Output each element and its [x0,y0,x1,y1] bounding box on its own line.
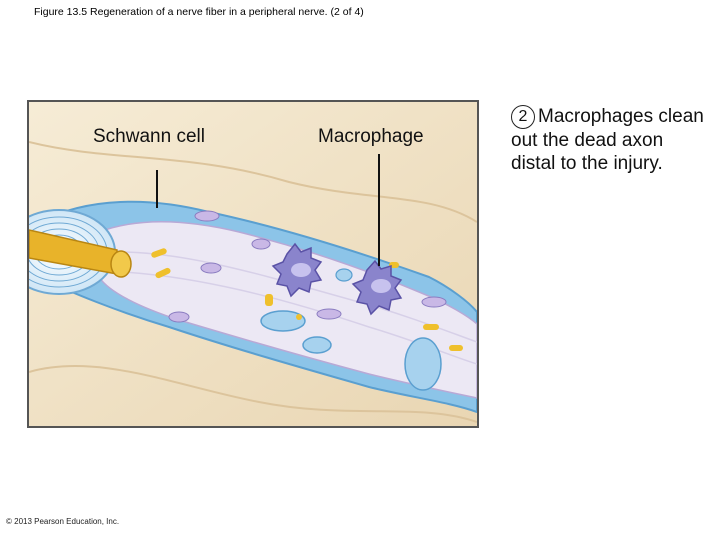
figure-title: Figure 13.5 Regeneration of a nerve fibe… [34,6,364,18]
macrophage-2 [351,259,403,316]
step-text: Macrophages clean out the dead axon dist… [511,106,704,174]
nerve-illustration [27,100,479,428]
macrophage-1 [271,242,323,298]
step-number-badge: 2 [511,105,535,129]
schwann-cell-label: Schwann cell [93,126,205,147]
macrophage-label: Macrophage [318,126,424,147]
copyright-notice: © 2013 Pearson Education, Inc. [6,517,120,526]
